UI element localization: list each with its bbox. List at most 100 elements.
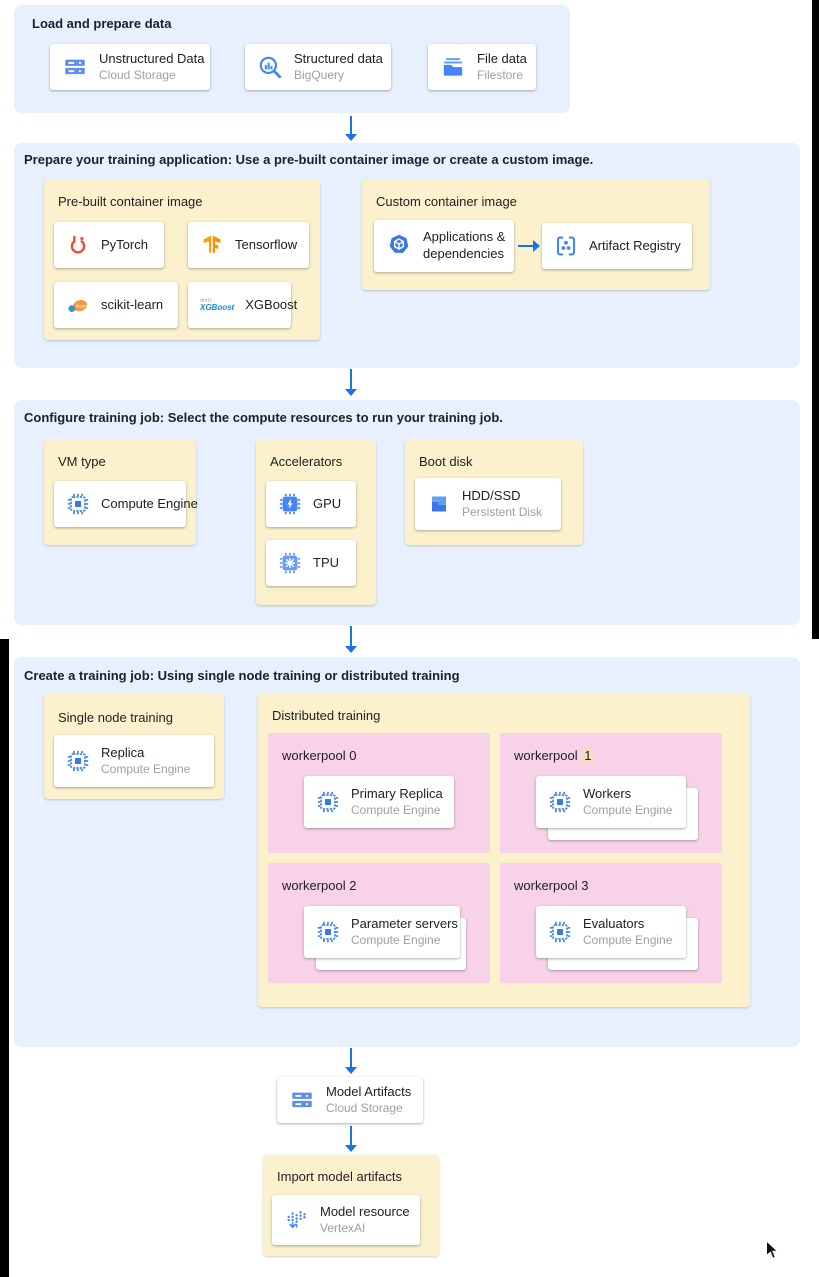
card-replica: Replica Compute Engine bbox=[54, 735, 214, 787]
custom-image-arrow bbox=[518, 238, 540, 254]
section-title: Load and prepare data bbox=[32, 16, 172, 31]
pool-label: workerpool 1 bbox=[514, 748, 595, 763]
card-subtitle: Filestore bbox=[477, 67, 524, 82]
workerpool-3: workerpool 3 Evaluators Compute Engine bbox=[500, 863, 722, 983]
box-label: Custom container image bbox=[376, 194, 517, 209]
flow-arrow-4 bbox=[343, 1048, 359, 1074]
applications-dependencies-icon bbox=[386, 233, 412, 259]
flow-arrow-1 bbox=[343, 116, 359, 141]
single-node-box: Single node training Replica Compute Eng… bbox=[44, 694, 224, 799]
pytorch-icon bbox=[66, 233, 90, 257]
card-title: GPU bbox=[313, 495, 342, 511]
box-label: Boot disk bbox=[419, 454, 473, 469]
flow-arrow-2 bbox=[343, 369, 359, 396]
left-edge-strip bbox=[0, 639, 9, 1277]
card-title: TPU bbox=[313, 554, 339, 570]
card-subtitle: Compute Engine bbox=[351, 802, 441, 817]
card-pytorch: PyTorch bbox=[54, 222, 164, 268]
card-subtitle: Compute Engine bbox=[351, 932, 441, 947]
compute-engine-icon bbox=[548, 790, 572, 814]
compute-engine-icon bbox=[66, 492, 90, 516]
card-scikit-learn: learn scikit-learn bbox=[54, 282, 178, 328]
card-title: Applications & dependencies bbox=[423, 229, 506, 261]
section-title: Create a training job: Using single node… bbox=[24, 668, 460, 683]
card-subtitle: Cloud Storage bbox=[326, 1100, 403, 1115]
card-parameter-servers: Parameter servers Compute Engine bbox=[304, 906, 460, 958]
box-label: VM type bbox=[58, 454, 106, 469]
card-artifact-registry: Artifact Registry bbox=[542, 223, 692, 269]
boot-disk-box: Boot disk HDD/SSD Persistent Disk bbox=[405, 440, 583, 545]
card-title: Artifact Registry bbox=[589, 237, 681, 253]
box-label: Import model artifacts bbox=[277, 1169, 402, 1184]
card-subtitle: VertexAI bbox=[320, 1220, 366, 1235]
xgboost-icon: dmlc XGBoost bbox=[200, 297, 235, 312]
card-title: Evaluators bbox=[583, 916, 645, 932]
section-create-job: Create a training job: Using single node… bbox=[14, 657, 800, 1047]
pool-label: workerpool 3 bbox=[514, 878, 589, 893]
card-subtitle: Compute Engine bbox=[583, 932, 673, 947]
prebuilt-container-box: Pre-built container image PyTorch Tensor… bbox=[44, 180, 320, 340]
card-compute-engine: Compute Engine bbox=[54, 481, 198, 527]
box-label: Accelerators bbox=[270, 454, 343, 469]
section-configure-job: Configure training job: Select the compu… bbox=[14, 400, 800, 625]
bigquery-icon bbox=[257, 54, 283, 80]
card-tensorflow: Tensorflow bbox=[188, 222, 309, 268]
card-model-artifacts: Model Artifacts Cloud Storage bbox=[277, 1077, 423, 1123]
custom-container-box: Custom container image Applications & de… bbox=[362, 180, 710, 290]
card-title: File data bbox=[477, 51, 527, 67]
box-label: Distributed training bbox=[272, 708, 381, 723]
card-tpu: TPU bbox=[266, 540, 356, 586]
mouse-cursor bbox=[765, 1239, 780, 1266]
card-title: Compute Engine bbox=[101, 495, 198, 511]
right-edge-strip bbox=[812, 0, 819, 639]
card-subtitle: Compute Engine bbox=[101, 761, 191, 776]
compute-engine-icon bbox=[66, 749, 90, 773]
card-title: Model Artifacts bbox=[326, 1084, 412, 1100]
workerpool-1: workerpool 1 Workers Compute Engine bbox=[500, 733, 722, 853]
card-subtitle: Persistent Disk bbox=[462, 504, 543, 519]
tensorflow-icon bbox=[200, 233, 224, 257]
artifact-registry-icon bbox=[554, 234, 578, 258]
cloud-storage-icon bbox=[62, 54, 88, 80]
flow-arrow-5 bbox=[343, 1126, 359, 1152]
compute-engine-icon bbox=[316, 920, 340, 944]
card-workers: Workers Compute Engine bbox=[536, 776, 686, 828]
scikit-learn-icon: learn bbox=[66, 293, 90, 317]
box-label: Pre-built container image bbox=[58, 194, 203, 209]
cloud-storage-icon bbox=[289, 1087, 315, 1113]
gpu-icon bbox=[278, 492, 302, 516]
card-title: Structured data bbox=[294, 51, 383, 67]
card-title: Unstructured Data bbox=[99, 51, 205, 67]
card-subtitle: Cloud Storage bbox=[99, 67, 176, 82]
card-title: Workers bbox=[583, 786, 632, 802]
card-model-resource: Model resource VertexAI bbox=[272, 1195, 420, 1245]
vm-type-box: VM type Compute Engine bbox=[44, 440, 198, 545]
card-title: XGBoost bbox=[245, 296, 298, 312]
workerpool-2: workerpool 2 Parameter servers Compute E… bbox=[268, 863, 490, 983]
xgboost-logo-dmlc: dmlc bbox=[200, 297, 213, 304]
xgboost-logo-name: XGBoost bbox=[200, 302, 235, 312]
card-subtitle: Compute Engine bbox=[583, 802, 673, 817]
compute-engine-icon bbox=[548, 920, 572, 944]
distributed-training-box: Distributed training workerpool 0 Primar… bbox=[258, 694, 750, 1007]
card-title: Model resource bbox=[320, 1204, 410, 1220]
card-applications-dependencies: Applications & dependencies bbox=[374, 220, 514, 272]
filestore-icon bbox=[440, 54, 466, 80]
card-primary-replica: Primary Replica Compute Engine bbox=[304, 776, 454, 828]
card-xgboost: dmlc XGBoost XGBoost bbox=[188, 282, 297, 328]
card-title: HDD/SSD bbox=[462, 488, 521, 504]
pool-label: workerpool 0 bbox=[282, 748, 357, 763]
card-title: Replica bbox=[101, 745, 145, 761]
card-title: Primary Replica bbox=[351, 786, 443, 802]
vertex-ai-icon bbox=[284, 1208, 309, 1233]
section-title: Configure training job: Select the compu… bbox=[24, 410, 503, 425]
persistent-disk-icon bbox=[427, 492, 451, 516]
card-title: PyTorch bbox=[101, 236, 148, 252]
section-load-data: Load and prepare data Unstructured Data … bbox=[14, 5, 570, 113]
card-title: Tensorflow bbox=[235, 236, 298, 252]
highlighted-pool-number: 1 bbox=[581, 748, 595, 763]
card-cloud-storage: Unstructured Data Cloud Storage bbox=[50, 44, 210, 90]
box-label: Single node training bbox=[58, 710, 173, 725]
section-title: Prepare your training application: Use a… bbox=[24, 152, 594, 167]
pool-label: workerpool 2 bbox=[282, 878, 357, 893]
